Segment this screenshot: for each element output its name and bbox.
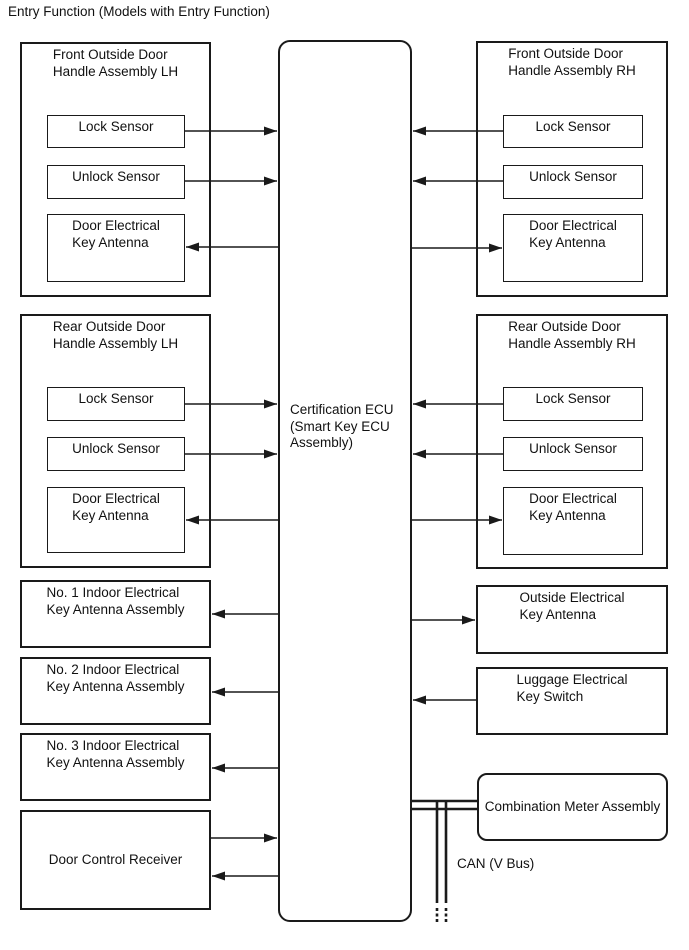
label-unlock-sensor-rear-lh: Unlock Sensor — [72, 441, 160, 456]
box-unlock-sensor-rear-lh: Unlock Sensor — [47, 437, 185, 471]
label-certification-ecu: Certification ECU (Smart Key ECU Assembl… — [290, 402, 394, 450]
label-no3-indoor-key-antenna: No. 3 Indoor Electrical Key Antenna Asse… — [46, 738, 185, 770]
label-no1-indoor-key-antenna: No. 1 Indoor Electrical Key Antenna Asse… — [46, 585, 185, 617]
box-lock-sensor-front-lh: Lock Sensor — [47, 115, 185, 148]
label-outside-electrical-key-antenna: Outside Electrical Key Antenna — [519, 590, 625, 622]
box-door-control-receiver: Door Control Receiver — [20, 810, 211, 910]
box-no3-indoor-key-antenna: No. 3 Indoor Electrical Key Antenna Asse… — [20, 733, 211, 801]
box-certification-ecu: Certification ECU (Smart Key ECU Assembl… — [278, 40, 412, 922]
box-unlock-sensor-rear-rh: Unlock Sensor — [503, 437, 643, 471]
box-door-key-antenna-rear-lh: Door Electrical Key Antenna — [47, 487, 185, 553]
group-title-rear-lh: Rear Outside Door Handle Assembly LH — [52, 319, 179, 351]
box-no1-indoor-key-antenna: No. 1 Indoor Electrical Key Antenna Asse… — [20, 580, 211, 648]
label-unlock-sensor-front-rh: Unlock Sensor — [529, 169, 617, 184]
diagram-title: Entry Function (Models with Entry Functi… — [8, 4, 270, 19]
group-title-rear-rh: Rear Outside Door Handle Assembly RH — [508, 319, 636, 351]
label-unlock-sensor-rear-rh: Unlock Sensor — [529, 441, 617, 456]
label-door-key-antenna-front-lh: Door Electrical Key Antenna — [72, 218, 160, 250]
label-unlock-sensor-front-lh: Unlock Sensor — [72, 169, 160, 184]
box-door-key-antenna-rear-rh: Door Electrical Key Antenna — [503, 487, 643, 555]
box-door-key-antenna-front-lh: Door Electrical Key Antenna — [47, 214, 185, 282]
label-can-v-bus: CAN (V Bus) — [457, 856, 535, 871]
box-door-key-antenna-front-rh: Door Electrical Key Antenna — [503, 214, 643, 282]
box-unlock-sensor-front-rh: Unlock Sensor — [503, 165, 643, 199]
group-title-front-lh: Front Outside Door Handle Assembly LH — [52, 47, 179, 79]
group-title-front-rh: Front Outside Door Handle Assembly RH — [508, 46, 636, 78]
label-lock-sensor-rear-lh: Lock Sensor — [78, 391, 154, 406]
label-lock-sensor-front-lh: Lock Sensor — [78, 119, 154, 134]
label-lock-sensor-rear-rh: Lock Sensor — [535, 391, 611, 406]
box-lock-sensor-front-rh: Lock Sensor — [503, 115, 643, 148]
label-luggage-electrical-key-switch: Luggage Electrical Key Switch — [516, 672, 628, 704]
box-lock-sensor-rear-lh: Lock Sensor — [47, 387, 185, 421]
label-door-key-antenna-rear-rh: Door Electrical Key Antenna — [529, 491, 617, 523]
label-door-key-antenna-front-rh: Door Electrical Key Antenna — [529, 218, 617, 250]
box-lock-sensor-rear-rh: Lock Sensor — [503, 387, 643, 421]
box-luggage-electrical-key-switch: Luggage Electrical Key Switch — [476, 667, 668, 735]
label-door-control-receiver: Door Control Receiver — [48, 851, 183, 867]
box-no2-indoor-key-antenna: No. 2 Indoor Electrical Key Antenna Asse… — [20, 657, 211, 725]
box-unlock-sensor-front-lh: Unlock Sensor — [47, 165, 185, 199]
label-lock-sensor-front-rh: Lock Sensor — [535, 119, 611, 134]
box-outside-electrical-key-antenna: Outside Electrical Key Antenna — [476, 585, 668, 654]
box-combination-meter-assembly: Combination Meter Assembly — [477, 773, 668, 841]
label-door-key-antenna-rear-lh: Door Electrical Key Antenna — [72, 491, 160, 523]
label-combination-meter-assembly: Combination Meter Assembly — [484, 798, 661, 814]
label-no2-indoor-key-antenna: No. 2 Indoor Electrical Key Antenna Asse… — [46, 662, 185, 694]
